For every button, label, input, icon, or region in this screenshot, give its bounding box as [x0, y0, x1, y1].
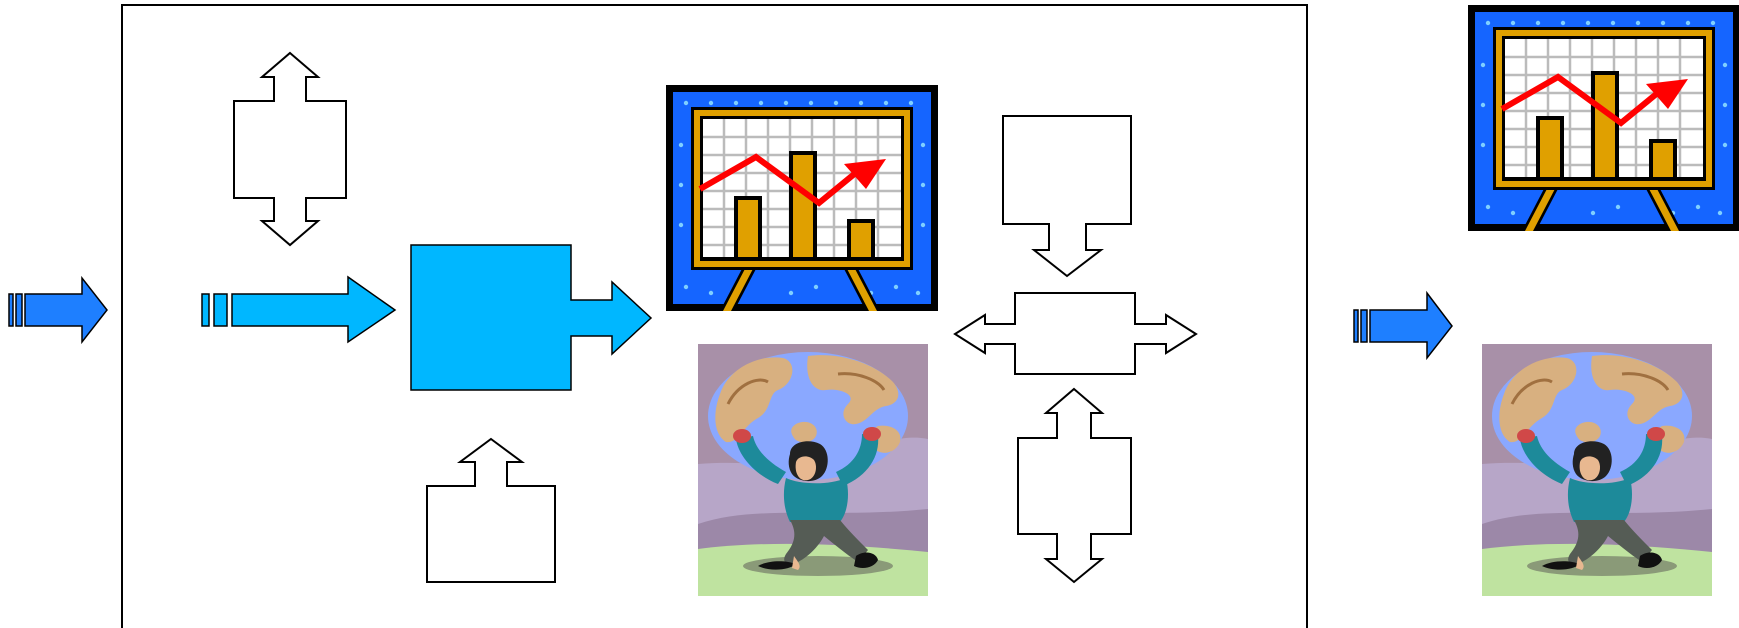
three-stripe-arrow-right-icon	[1353, 290, 1453, 361]
person-carrying-globe-clipart-icon	[1480, 342, 1714, 598]
presentation-board-chart-icon	[1468, 5, 1739, 231]
down-arrow-callout-icon	[1002, 115, 1132, 278]
right-arrow-callout-icon	[410, 244, 653, 391]
left-right-arrow-callout-icon	[953, 292, 1198, 375]
three-stripe-arrow-right-icon	[201, 275, 397, 344]
up-down-arrow-callout-icon	[233, 51, 347, 247]
person-carrying-globe-clipart-icon	[696, 342, 930, 598]
up-arrow-callout-icon	[426, 437, 556, 583]
main-panel-frame	[121, 4, 1308, 628]
up-down-arrow-callout-icon	[1017, 387, 1132, 584]
presentation-board-chart-icon	[666, 85, 938, 311]
three-stripe-arrow-right-icon	[8, 275, 108, 345]
